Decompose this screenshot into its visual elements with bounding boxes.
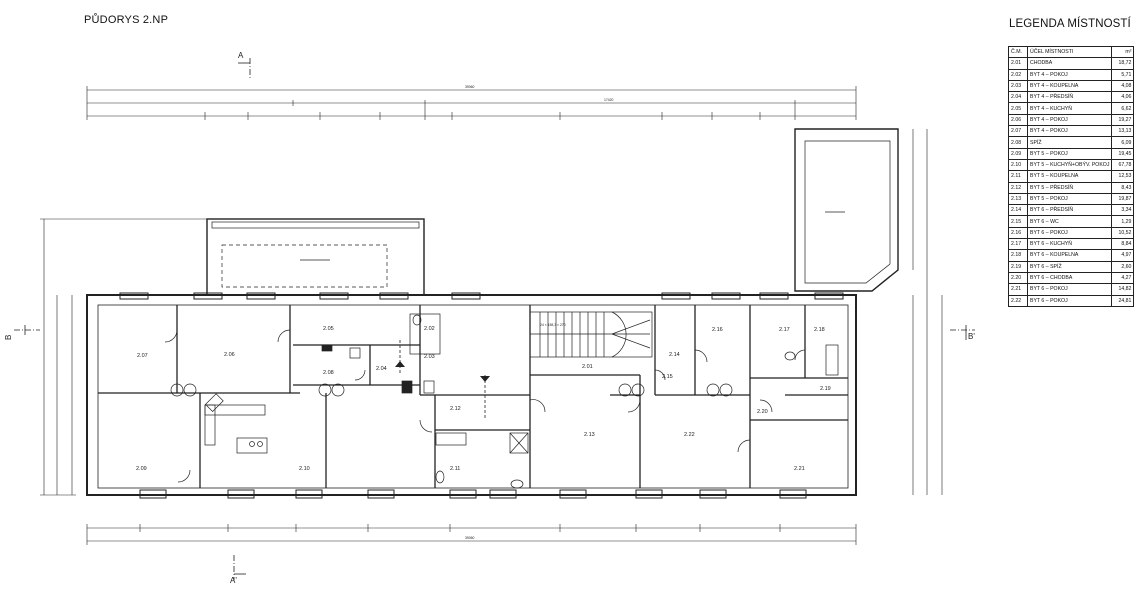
- section-lines: [14, 58, 975, 580]
- balcony-center: [206, 218, 425, 296]
- room-label-2-20: 2.20: [757, 409, 768, 415]
- room-label-2-06: 2.06: [224, 352, 235, 358]
- balcony-dashed-area: [221, 244, 388, 288]
- room-label-2-05: 2.05: [323, 326, 334, 332]
- terrace-right: [794, 128, 899, 292]
- room-label-2-13: 2.13: [584, 432, 595, 438]
- room-label-2-03: 2.03: [424, 354, 435, 360]
- balcony-railing: [211, 221, 420, 229]
- stair-label: 24 × 158,3 × 270: [540, 323, 566, 327]
- inner-wall-line: [97, 304, 849, 489]
- overall-dim-top: 39060: [465, 85, 475, 89]
- overall-dim-bottom: 39060: [465, 536, 475, 540]
- room-label-2-01: 2.01: [582, 364, 593, 370]
- legend-room-area: 24,81: [1111, 294, 1135, 307]
- right-dimensions: [912, 129, 943, 495]
- north-arrow-a: [395, 361, 405, 367]
- section-label-b-prime: B': [968, 332, 975, 341]
- terrace-inner: [804, 140, 891, 284]
- room-label-2-02: 2.02: [424, 326, 435, 332]
- room-label-2-08: 2.08: [323, 370, 334, 376]
- room-label-2-19: 2.19: [820, 386, 831, 392]
- room-label-2-16: 2.16: [712, 327, 723, 333]
- staircase: [529, 311, 653, 358]
- drawing-title: PŮDORYS 2.NP: [84, 14, 169, 26]
- room-label-2-14: 2.14: [669, 352, 680, 358]
- room-label-2-17: 2.17: [779, 327, 790, 333]
- room-label-2-22: 2.22: [684, 432, 695, 438]
- bath-fixtures: [321, 313, 839, 489]
- room-label-2-15: 2.15: [662, 374, 673, 380]
- room-label-2-12: 2.12: [450, 406, 461, 412]
- section-label-a: A: [238, 51, 244, 60]
- room-label-2-07: 2.07: [137, 353, 148, 359]
- room-label-2-10: 2.10: [299, 466, 310, 472]
- top-dimensions: [86, 86, 857, 120]
- room-label-2-11: 2.11: [450, 466, 460, 472]
- legend-room-purpose: BYT 6 – PŘEDSÍŇ: [1026, 204, 1113, 217]
- room-label-2-04: 2.04: [376, 366, 387, 372]
- legend-room-area: 19,45: [1111, 147, 1135, 160]
- room-label-2-09: 2.09: [136, 466, 147, 472]
- door-swings: [164, 329, 806, 483]
- north-arrow-b: [480, 376, 490, 382]
- section-label-b: B: [4, 335, 13, 340]
- left-dimensions: [40, 218, 210, 496]
- windows: [119, 292, 844, 499]
- outer-wall: [86, 294, 857, 496]
- legend-room-area: 18,72: [1111, 57, 1135, 70]
- terrace-dim-top: 17420: [604, 98, 614, 102]
- kitchen-unit: [204, 393, 268, 454]
- partitions: [98, 305, 848, 488]
- section-label-a-prime: A': [230, 576, 237, 585]
- room-label-2-18: 2.18: [814, 327, 825, 333]
- stoves: [170, 380, 733, 397]
- legend-title: LEGENDA MÍSTNOSTÍ: [1009, 18, 1131, 30]
- legend-header-row: Č.M. ÚČEL MÍSTNOSTI m²: [1008, 45, 1135, 59]
- room-label-2-21: 2.21: [794, 466, 805, 472]
- legend-room-purpose: BYT 6 – POKOJ: [1026, 294, 1113, 307]
- bottom-dimensions: [86, 524, 857, 545]
